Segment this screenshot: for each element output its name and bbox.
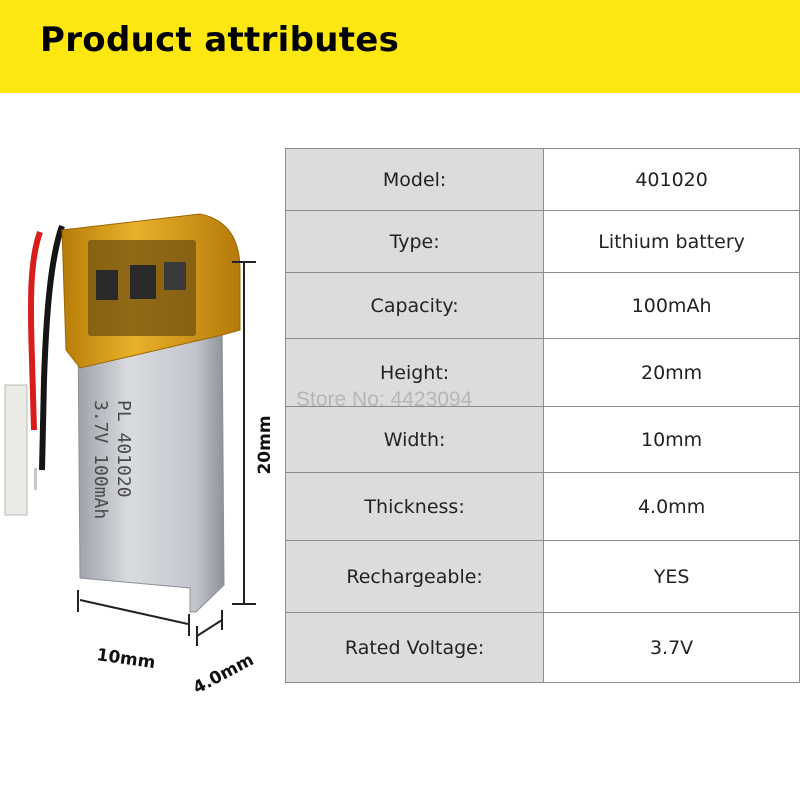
- spec-value-rechargeable: YES: [543, 540, 800, 613]
- table-row: Type: Lithium battery: [284, 210, 800, 273]
- spec-label-rated-voltage: Rated Voltage:: [284, 612, 545, 683]
- dim-thickness-label: 4.0mm: [190, 650, 257, 698]
- spec-label-model: Model:: [284, 148, 545, 211]
- spec-label-height: Height:: [284, 338, 545, 407]
- spec-label-capacity: Capacity:: [284, 272, 545, 339]
- header-banner: Product attributes: [0, 0, 800, 93]
- black-wire: [39, 225, 65, 471]
- table-row: Height: 20mm: [284, 338, 800, 407]
- spec-label-width: Width:: [284, 406, 545, 473]
- spec-value-capacity: 100mAh: [543, 272, 800, 339]
- specs-table: Model: 401020 Type: Lithium battery Capa…: [284, 148, 800, 683]
- spec-label-rechargeable: Rechargeable:: [284, 540, 545, 613]
- page-title: Product attributes: [40, 20, 400, 60]
- battery-label-line2: 3.7V 100mAh: [90, 400, 111, 519]
- spec-value-height: 20mm: [543, 338, 800, 407]
- spec-value-rated-voltage: 3.7V: [543, 612, 800, 683]
- red-wire: [27, 230, 43, 431]
- spec-label-type: Type:: [284, 210, 545, 273]
- wire-tube: [4, 384, 28, 516]
- dim-height-label: 20mm: [255, 415, 275, 474]
- spec-value-width: 10mm: [543, 406, 800, 473]
- table-row: Model: 401020: [284, 148, 800, 211]
- table-row: Width: 10mm: [284, 406, 800, 473]
- spec-value-model: 401020: [543, 148, 800, 211]
- battery-body: [77, 317, 225, 613]
- table-row: Capacity: 100mAh: [284, 272, 800, 339]
- dim-width-label: 10mm: [95, 645, 156, 673]
- table-row: Rated Voltage: 3.7V: [284, 612, 800, 683]
- spec-label-thickness: Thickness:: [284, 472, 545, 541]
- battery-label-line1: PL 401020: [113, 400, 134, 498]
- spec-value-type: Lithium battery: [543, 210, 800, 273]
- dimension-lines: [77, 261, 256, 646]
- spec-value-thickness: 4.0mm: [543, 472, 800, 541]
- table-row: Thickness: 4.0mm: [284, 472, 800, 541]
- store-watermark: Store No: 4423094: [296, 388, 473, 411]
- battery-illustration: PL 401020 3.7V 100mAh 20mm 10mm 4.0mm: [4, 213, 275, 698]
- table-row: Rechargeable: YES: [284, 540, 800, 613]
